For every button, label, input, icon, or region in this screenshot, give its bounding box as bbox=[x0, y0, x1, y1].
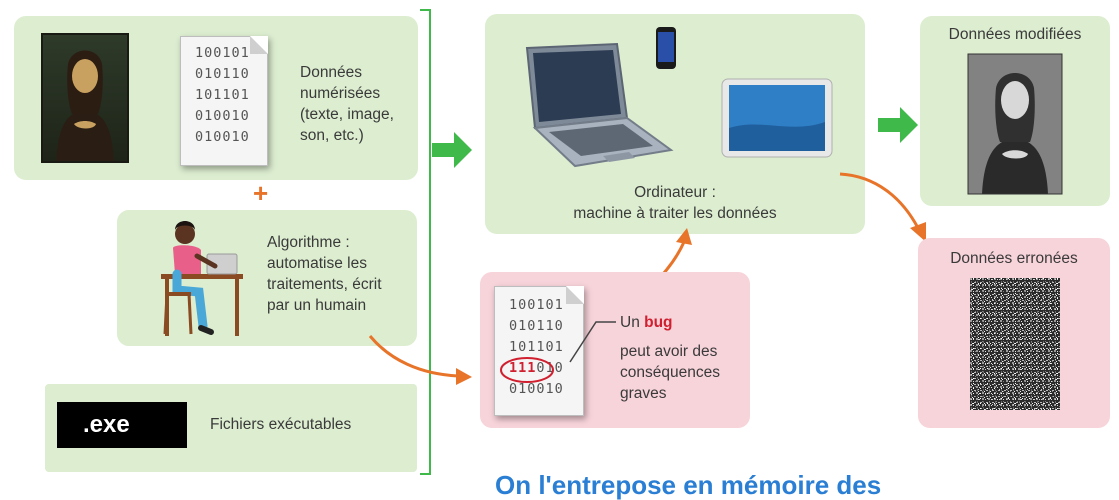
exe-badge: .exe bbox=[57, 402, 187, 448]
executables-box: .exe Fichiers exécutables bbox=[45, 384, 417, 472]
bug-box: 100101 010110 101101 111010 010010 Un bu… bbox=[480, 272, 750, 428]
bug-document-icon: 100101 010110 101101 111010 010010 bbox=[494, 286, 584, 416]
tablet-icon bbox=[721, 78, 833, 158]
binary-line: 010010 bbox=[509, 381, 564, 397]
footer-partial-text: On l'entrepose en mémoire des bbox=[495, 470, 882, 500]
label-line: par un humain bbox=[267, 297, 367, 314]
label-line: (texte, image, bbox=[300, 106, 394, 123]
phone-icon bbox=[656, 27, 676, 69]
label-line: numérisées bbox=[300, 85, 381, 102]
binary-line: 100101 bbox=[195, 45, 250, 61]
bug-label-line1: Un bug bbox=[620, 312, 720, 333]
label-line: graves bbox=[620, 385, 667, 402]
person-at-computer-icon bbox=[161, 221, 243, 336]
bug-highlight-circle bbox=[500, 357, 554, 383]
algorithm-label: Algorithme : automatise les traitements,… bbox=[267, 232, 382, 316]
label-line: Données bbox=[300, 64, 363, 81]
erroneous-data-title: Données erronées bbox=[950, 250, 1078, 267]
binary-line: 010010 bbox=[195, 129, 250, 145]
laptop-icon bbox=[525, 42, 674, 168]
mona-lisa-image bbox=[41, 33, 129, 163]
algorithm-box: Algorithme : automatise les traitements,… bbox=[117, 210, 417, 346]
label-line: automatise les bbox=[267, 255, 367, 272]
green-arrow-to-computer bbox=[432, 132, 472, 168]
noise-image bbox=[970, 278, 1060, 410]
label-line: peut avoir des bbox=[620, 343, 718, 360]
erroneous-data-box: Données erronées bbox=[918, 238, 1110, 428]
bug-label-prefix: Un bbox=[620, 314, 645, 331]
label-line: Algorithme : bbox=[267, 234, 350, 251]
binary-line: 010110 bbox=[195, 66, 250, 82]
bug-label: Un bug peut avoir des conséquences grave… bbox=[620, 312, 720, 404]
mona-lisa-grayscale-image bbox=[967, 53, 1063, 195]
pointer-line bbox=[569, 321, 616, 363]
label-line: traitements, écrit bbox=[267, 276, 382, 293]
green-arrow-to-modified bbox=[878, 107, 918, 143]
label-line: conséquences bbox=[620, 364, 720, 381]
modified-data-box: Données modifiées bbox=[920, 16, 1110, 206]
digitized-data-box: 100101 010110 101101 010010 010010 Donné… bbox=[14, 16, 418, 180]
label-line: son, etc.) bbox=[300, 127, 364, 144]
binary-line: 010010 bbox=[195, 108, 250, 124]
caption-line: Ordinateur : bbox=[634, 184, 716, 201]
binary-line: 100101 bbox=[509, 297, 564, 313]
orange-arrow-to-erroneous bbox=[839, 172, 926, 242]
bug-bits: 111 bbox=[509, 360, 537, 376]
binary-line: 101101 bbox=[509, 339, 564, 355]
bug-keyword: bug bbox=[644, 314, 673, 331]
computer-caption: Ordinateur : machine à traiter les donné… bbox=[485, 182, 865, 224]
bracket-line bbox=[420, 9, 431, 475]
binary-line: 010110 bbox=[509, 318, 564, 334]
modified-data-title: Données modifiées bbox=[948, 26, 1082, 43]
computer-box: Ordinateur : machine à traiter les donné… bbox=[485, 14, 865, 234]
plus-sign: + bbox=[253, 178, 269, 208]
caption-line: machine à traiter les données bbox=[573, 205, 777, 222]
binary-line-with-bug: 111010 bbox=[509, 358, 564, 379]
binary-line: 101101 bbox=[195, 87, 250, 103]
orange-arrow-to-bug bbox=[368, 335, 472, 385]
binary-rest: 010 bbox=[536, 360, 564, 376]
binary-document-icon: 100101 010110 101101 010010 010010 bbox=[180, 36, 268, 166]
executables-label: Fichiers exécutables bbox=[210, 416, 352, 433]
digitized-data-label: Données numérisées (texte, image, son, e… bbox=[300, 62, 394, 146]
